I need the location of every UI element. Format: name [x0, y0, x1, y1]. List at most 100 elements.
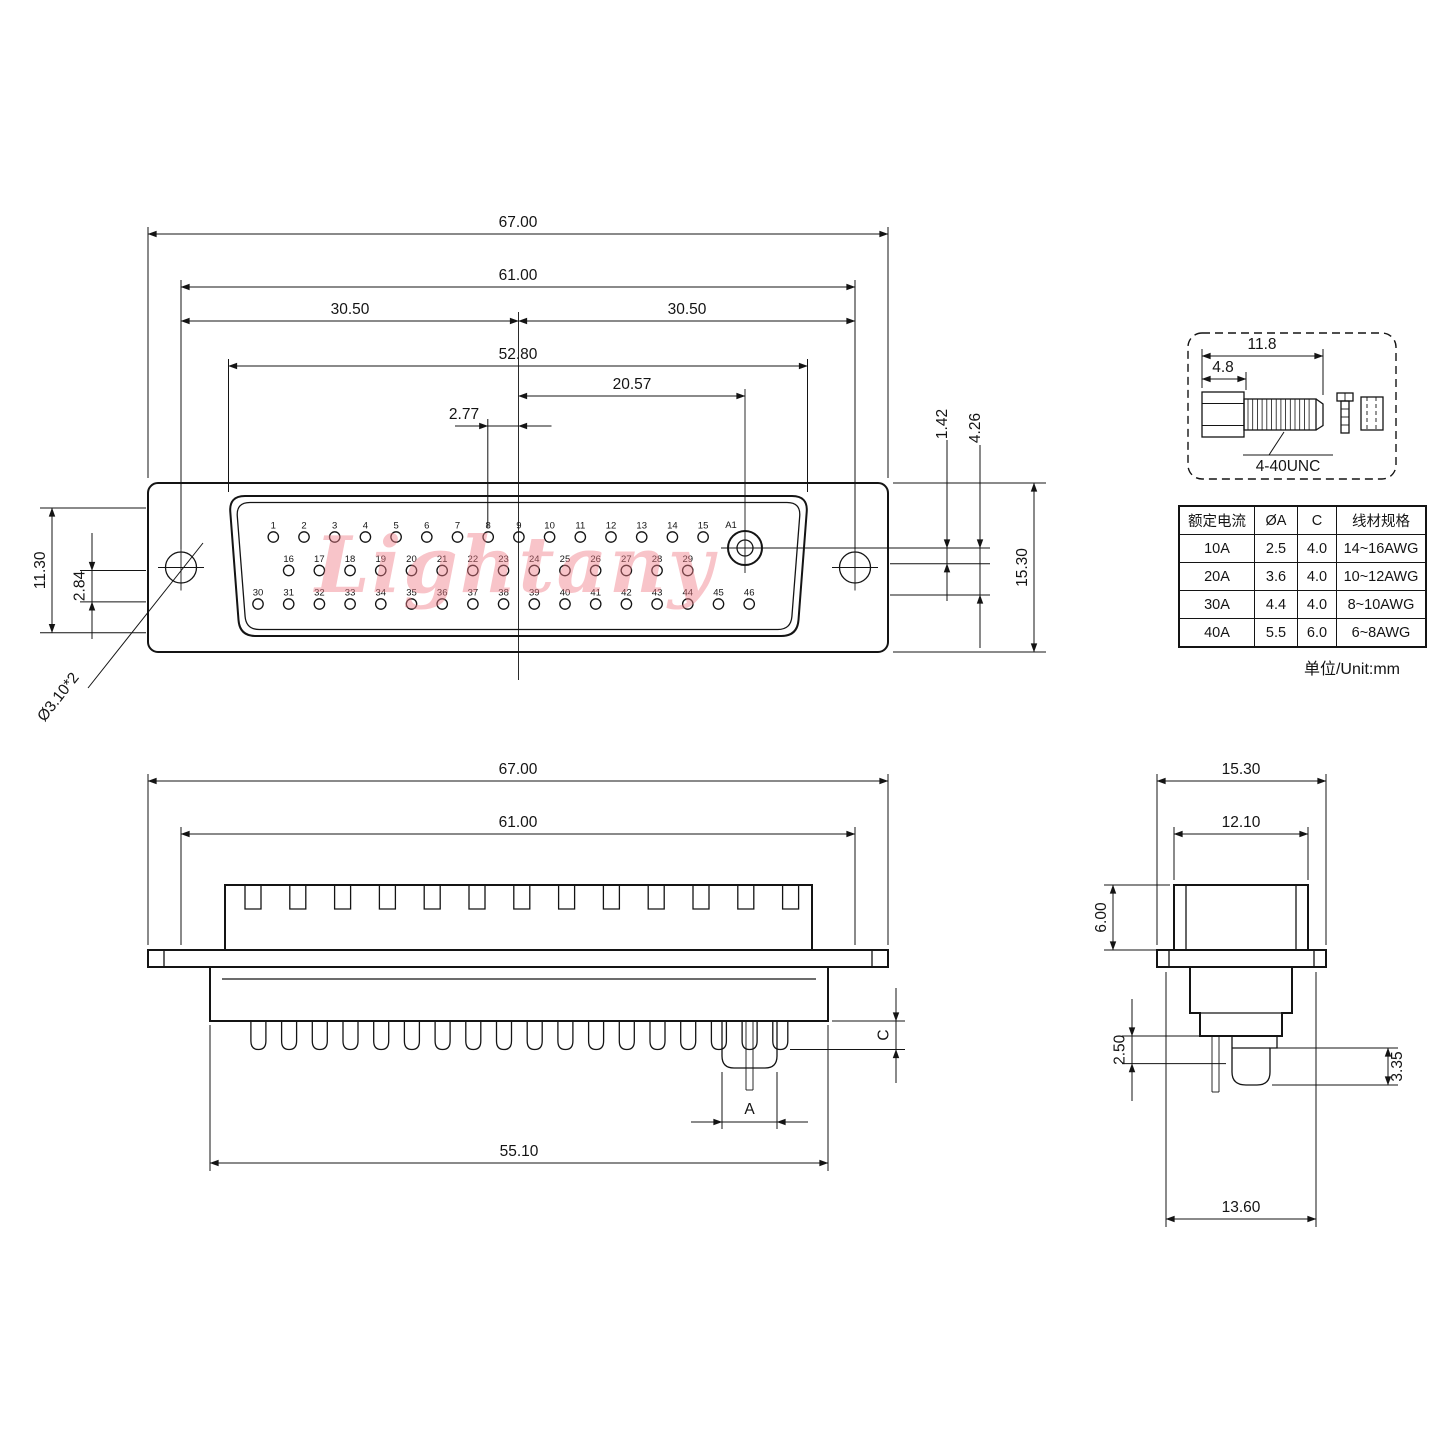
solder-pin	[526, 1022, 543, 1051]
dim-a	[691, 1072, 808, 1129]
profile-cup	[1231, 1036, 1278, 1086]
spec-table-cell: 6.0	[1297, 618, 1337, 648]
side-body	[224, 884, 813, 951]
dim-text-61: 61.00	[499, 267, 538, 284]
dim-335	[1272, 1047, 1398, 1086]
solder-pin	[495, 1022, 513, 1051]
pin-number: 45	[713, 588, 724, 599]
thread-spec-label: 4-40UNC	[1256, 458, 1321, 475]
pin-number: 5	[393, 521, 398, 532]
pin-number: 17	[314, 554, 325, 565]
pin-number: 12	[606, 521, 617, 532]
side-lower-shell	[209, 966, 829, 1022]
pin-hole	[298, 531, 310, 543]
solder-pin	[710, 1022, 728, 1051]
a1-contact-inner	[736, 539, 754, 557]
dim-67-side	[147, 774, 889, 945]
dim-text-61-side: 61.00	[499, 814, 538, 831]
contact-slot	[289, 886, 307, 910]
solder-pin	[557, 1022, 574, 1051]
pin-hole	[313, 564, 326, 577]
dim-text-48: 4.8	[1212, 359, 1234, 376]
pin-number: 13	[636, 521, 647, 532]
dim-text-277: 2.77	[449, 406, 479, 423]
dim-text-3050-right: 30.50	[668, 301, 707, 318]
pin-hole	[697, 531, 709, 543]
pin-number: 29	[682, 554, 693, 565]
pin-number: 40	[560, 588, 571, 599]
pin-hole	[528, 598, 541, 610]
solder-pin	[618, 1022, 635, 1051]
dim-text-250: 2.50	[1112, 1034, 1129, 1065]
dim-250	[1122, 999, 1226, 1101]
pin-hole	[420, 531, 433, 543]
dim-text-284: 2.84	[72, 571, 89, 602]
screw-head	[1201, 391, 1245, 438]
contact-slot	[737, 886, 755, 910]
screw-head-facets	[1202, 403, 1244, 426]
pin-number: 23	[498, 554, 509, 565]
pin-number: 14	[667, 521, 678, 532]
thumbscrew-detail: 11.8 4.8 4-40UNC	[1187, 332, 1397, 480]
solder-pin	[772, 1022, 789, 1051]
dim-48	[1201, 372, 1247, 390]
pin-number: 15	[698, 521, 709, 532]
a1-label: A1	[725, 520, 737, 531]
contact-slot	[378, 886, 397, 910]
spec-table-cell: 8~10AWG	[1336, 590, 1427, 619]
mount-hole-leader	[87, 542, 204, 689]
solder-pins	[250, 1022, 789, 1051]
contact-slot	[692, 886, 710, 910]
small-nut	[1360, 396, 1384, 431]
pin-number: 39	[529, 588, 540, 599]
dim-5280	[228, 359, 808, 492]
pin-number: 43	[652, 588, 663, 599]
pin-hole	[374, 564, 387, 577]
solder-pin	[250, 1022, 267, 1051]
pin-hole	[497, 564, 510, 577]
pin-number: 42	[621, 588, 632, 599]
pin-number: 28	[652, 554, 663, 565]
pin-number: 22	[468, 554, 479, 565]
a1-center-pin	[745, 1021, 754, 1091]
spec-table-cell: 4.0	[1297, 590, 1337, 619]
spec-table-cell: 40A	[1178, 618, 1255, 648]
pin-hole	[328, 531, 341, 543]
screw-tip	[1315, 398, 1324, 431]
dim-text-118: 11.8	[1247, 336, 1276, 353]
pin-number: 30	[253, 588, 264, 599]
contact-slot	[244, 886, 262, 910]
dim-1130	[40, 507, 146, 634]
profile-flange	[1156, 949, 1327, 968]
pin-hole	[467, 598, 479, 610]
thread-leader	[1243, 431, 1333, 456]
solder-pin	[311, 1022, 328, 1051]
dim-142-426	[769, 440, 990, 648]
dim-text-a: A	[744, 1101, 755, 1118]
pin-hole	[436, 564, 448, 577]
pin-number: 25	[560, 554, 571, 565]
pin-hole	[267, 531, 280, 543]
pin-hole	[451, 531, 464, 543]
spec-table-header: C	[1297, 505, 1337, 535]
spec-table-header: ØA	[1254, 505, 1298, 535]
dim-67-front	[147, 227, 889, 478]
dim-text-5280: 52.80	[499, 346, 538, 363]
dim-284	[80, 533, 146, 639]
dim-5510	[209, 1025, 829, 1171]
pin-number: 32	[314, 588, 325, 599]
pin-number: 38	[498, 588, 509, 599]
solder-pin	[587, 1022, 605, 1051]
spec-table-header: 额定电流	[1178, 505, 1255, 535]
dim-text-3050-left: 30.50	[331, 301, 370, 318]
contact-slot	[513, 886, 531, 910]
pin-number: 18	[345, 554, 356, 565]
spec-table-cell: 10A	[1178, 534, 1255, 563]
pin-hole	[313, 598, 326, 610]
dim-text-67: 67.00	[499, 214, 538, 231]
